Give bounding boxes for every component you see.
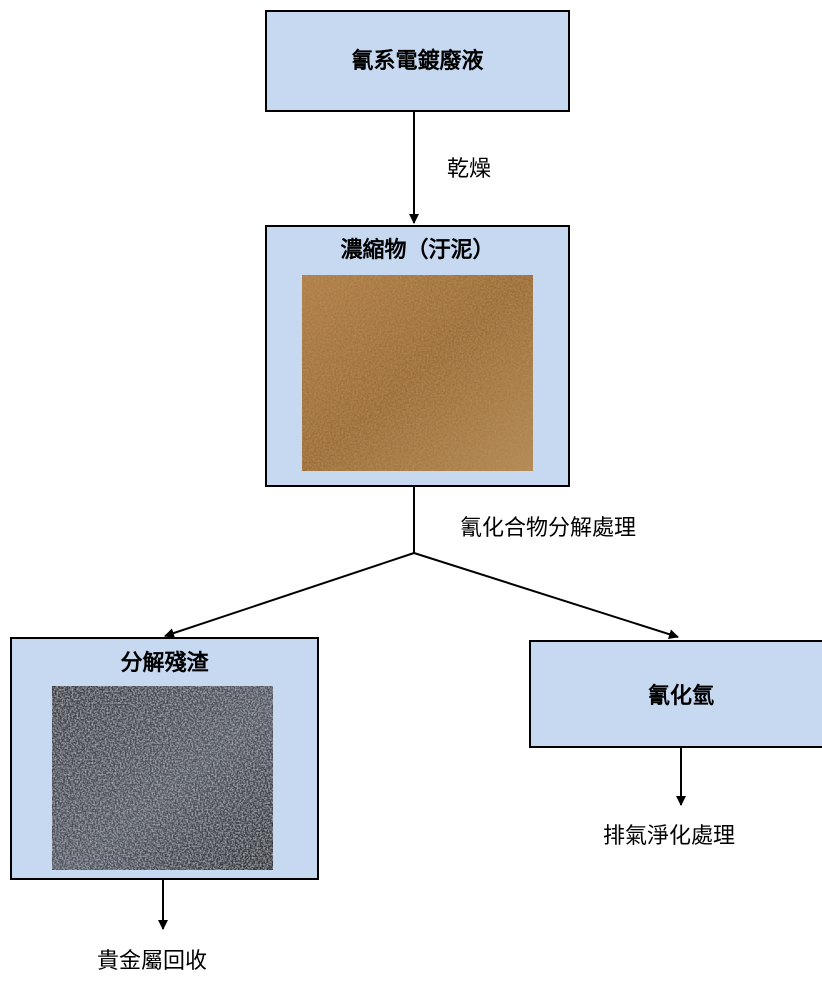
- node-sludge: 濃縮物（汙泥）: [265, 225, 570, 487]
- edge-label-recovery: 貴金屬回收: [97, 949, 208, 974]
- edge-label-drying: 乾燥: [447, 157, 492, 182]
- node-hcn: 氰化氫: [529, 640, 822, 748]
- arrow-to-hcn: [413, 552, 679, 640]
- edge-label-decomposition: 氰化合物分解處理: [460, 516, 637, 541]
- node-residue-title: 分解殘渣: [120, 651, 209, 676]
- node-sludge-title: 濃縮物（汙泥）: [340, 238, 495, 263]
- residue-photo: [52, 686, 273, 870]
- node-hcn-title: 氰化氫: [647, 684, 714, 709]
- node-source-title: 氰系電鍍廢液: [351, 49, 484, 74]
- node-residue: 分解殘渣: [10, 637, 319, 880]
- arrow-to-residue: [164, 552, 415, 638]
- edge-label-exhaust: 排氣淨化處理: [603, 824, 736, 849]
- sludge-photo: [302, 275, 533, 471]
- node-source: 氰系電鍍廢液: [265, 10, 570, 112]
